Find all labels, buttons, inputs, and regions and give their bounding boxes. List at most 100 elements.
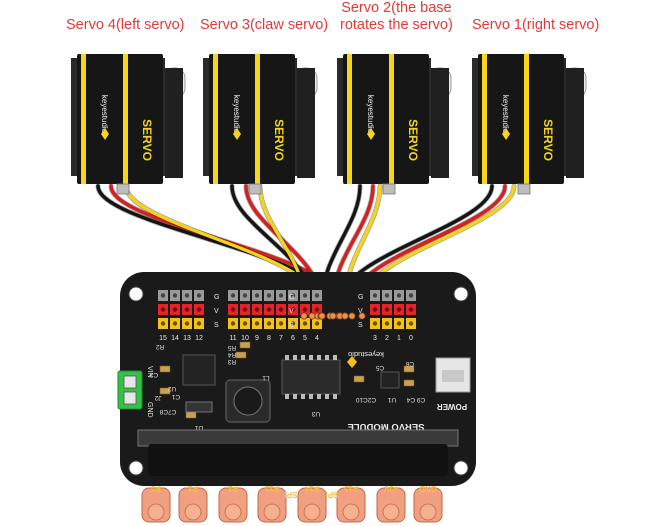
header-pin-number: 2 (385, 335, 389, 342)
ic-pin (285, 355, 289, 360)
ic-pin (301, 355, 305, 360)
header-pin-hole (290, 321, 296, 326)
edge-pin-hole (419, 503, 437, 521)
header-pin-hole (230, 321, 236, 326)
edge-pin-hole (147, 503, 165, 521)
component-label: R3 (227, 358, 236, 365)
component-label: C6 (405, 360, 414, 367)
servo-cable-gland (116, 183, 130, 195)
header-pin-hole (384, 293, 390, 298)
header-pin-hole (408, 321, 414, 326)
servo-body (343, 54, 429, 184)
servo-gear-housing (297, 68, 315, 178)
servo-mount-tab-left (203, 58, 211, 176)
servo-brand-text: keyestudio (501, 95, 510, 134)
smd-component (159, 365, 171, 373)
header-pin-hole (278, 321, 284, 326)
connector-pin-end (300, 312, 308, 320)
servo-cable-gland (517, 183, 531, 195)
header-pin-hole (196, 321, 202, 326)
header-pin-hole (172, 321, 178, 326)
servo-stripe (123, 54, 128, 184)
servo-2-label: Servo 2(the base rotates the servo) (340, 0, 453, 34)
edge-pin-hole (263, 503, 281, 521)
header-pin-hole (302, 321, 308, 326)
servo-stripe (389, 54, 394, 184)
smd-component (353, 375, 365, 383)
header-pin-number: 6 (291, 335, 295, 342)
servo-stripe (81, 54, 86, 184)
ic-u1 (380, 371, 400, 389)
header-row-label: V (358, 308, 363, 315)
header-pin-hole (290, 307, 296, 312)
inductor-core (233, 386, 263, 416)
header-pin-hole (396, 293, 402, 298)
edge-pin-label: P1 (188, 484, 198, 493)
ic-pin (309, 394, 313, 399)
board-brand-text: keyestudio (348, 350, 384, 359)
servo-body (77, 54, 163, 184)
header-pin-hole (196, 293, 202, 298)
header-pin-hole (408, 293, 414, 298)
edge-pin-label: GND (419, 484, 437, 493)
header-pin-hole (314, 307, 320, 312)
header-pin-hole (384, 321, 390, 326)
component-label: R4 (227, 351, 236, 358)
servo-body (478, 54, 564, 184)
header-pin-hole (266, 293, 272, 298)
header-pin-hole (172, 307, 178, 312)
header-pin-number: 11 (229, 335, 236, 342)
header-row-label: V (214, 308, 219, 315)
header-pin-hole (384, 307, 390, 312)
servo-gear-housing (431, 68, 449, 178)
mounting-hole (453, 460, 469, 476)
edge-pin-hole (382, 503, 400, 521)
servo-mount-tab-left (472, 58, 480, 176)
servo-body (209, 54, 295, 184)
header-row-label: S (358, 322, 363, 329)
board-logo (347, 356, 357, 368)
header-row-label: G (289, 294, 294, 301)
servo-logo (367, 128, 375, 140)
component-label: U1 (387, 396, 396, 403)
header-pin-number: 14 (171, 335, 179, 342)
ic-pin (309, 355, 313, 360)
ic-pin (293, 394, 297, 399)
servo-logo (502, 128, 510, 140)
header-pin-hole (278, 307, 284, 312)
component-label: C2C10 (355, 396, 376, 403)
servo-stripe (524, 54, 529, 184)
header-pin-number: 1 (397, 335, 401, 342)
header-pin-hole (266, 321, 272, 326)
header-pin-hole (160, 321, 166, 326)
servo-mount-tab-left (337, 58, 345, 176)
servo-brand-text: keyestudio (366, 95, 375, 134)
servo-cable-gland (248, 183, 262, 195)
header-pin-hole (302, 307, 308, 312)
component-label: L1 (262, 374, 270, 381)
component-label: C3 (149, 371, 158, 378)
ic-pin (333, 394, 337, 399)
ic-pin (325, 394, 329, 399)
header-pin-hole (230, 293, 236, 298)
connector-pin-end (358, 312, 366, 320)
header-pin-hole (314, 321, 320, 326)
diode-d1 (185, 401, 213, 413)
edge-pin-hole (342, 503, 360, 521)
mounting-hole (453, 286, 469, 302)
smd-component (239, 341, 251, 349)
header-pin-number: 0 (409, 335, 413, 342)
servo-logo (233, 128, 241, 140)
ic-pin (285, 394, 289, 399)
edge-pin-hole (184, 503, 202, 521)
header-pin-hole (372, 307, 378, 312)
smd-component (403, 365, 415, 373)
servo-stripe (347, 54, 352, 184)
servo-cable-gland (382, 183, 396, 195)
smd-component (235, 351, 247, 359)
servo-model-text: SERVO (140, 119, 154, 161)
connector-pin-end (308, 312, 316, 320)
servo-logo (101, 128, 109, 140)
edge-pin-label: P14 (304, 484, 319, 493)
